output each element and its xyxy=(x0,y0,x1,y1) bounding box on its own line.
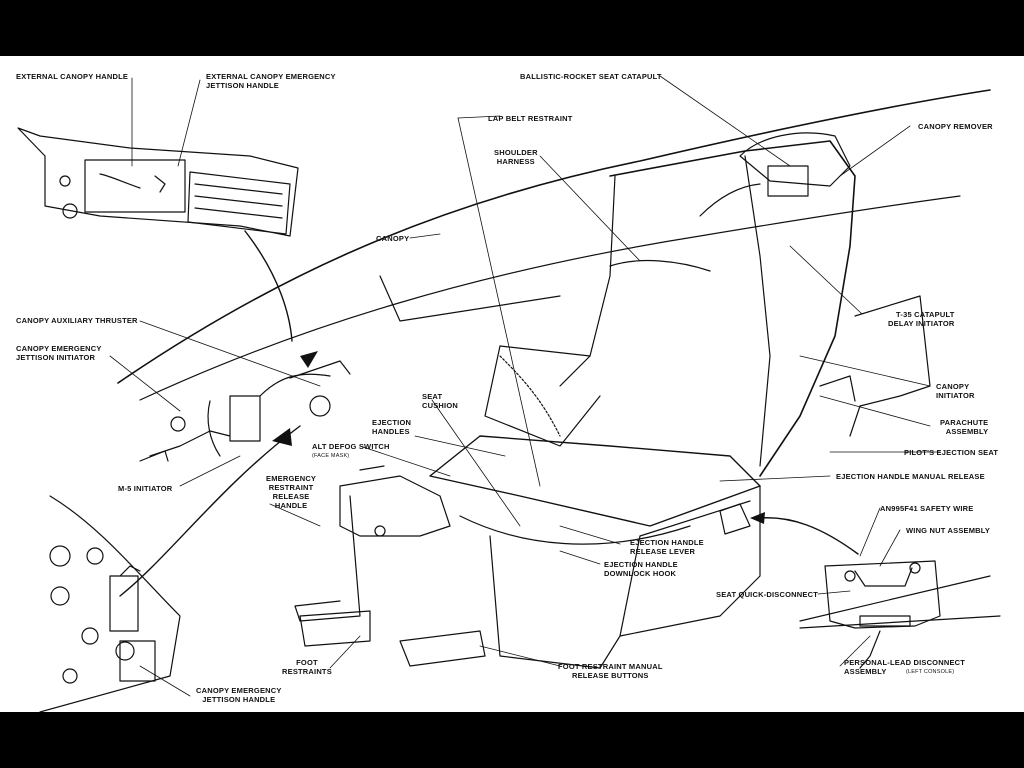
label-ejection-handle-downlock-hook: EJECTION HANDLE DOWNLOCK HOOK xyxy=(604,560,678,578)
canopy-frame-lower xyxy=(139,195,961,401)
canopy-arc xyxy=(244,230,293,342)
label-m5-initiator: M-5 INITIATOR xyxy=(118,484,173,493)
label-seat-quick-disconnect: SEAT QUICK-DISCONNECT xyxy=(716,590,818,599)
label-alt-defog-switch: ALT DEFOG SWITCH xyxy=(312,442,390,451)
ejection-seat-illustration xyxy=(17,75,1001,712)
disconnect-detail xyxy=(719,503,1001,669)
arrows xyxy=(272,351,765,524)
label-canopy-emergency-jettison-handle: CANOPY EMERGENCY JETTISON HANDLE xyxy=(196,686,282,704)
label-emergency-restraint-release-handle: EMERGENCY RESTRAINT RELEASE HANDLE xyxy=(266,474,317,510)
label-external-canopy-jettison-handle: EXTERNAL CANOPY EMERGENCY JETTISON HANDL… xyxy=(206,72,336,90)
label-pilots-ejection-seat: PILOT'S EJECTION SEAT xyxy=(904,448,999,457)
canopy-inner-line xyxy=(379,275,561,322)
label-personal-lead-disconnect-assembly: PERSONAL-LEAD DISCONNECT ASSEMBLY xyxy=(844,658,966,676)
left-cockpit-structure xyxy=(139,360,486,667)
canopy-outline xyxy=(117,89,991,384)
label-lap-belt-restraint: LAP BELT RESTRAINT xyxy=(488,114,573,123)
label-canopy-auxiliary-thruster: CANOPY AUXILIARY THRUSTER xyxy=(16,316,138,325)
label-parachute-assembly: PARACHUTE ASSEMBLY xyxy=(940,418,989,436)
diagram-frame: EXTERNAL CANOPY HANDLE EXTERNAL CANOPY E… xyxy=(0,56,1024,712)
label-foot-restraints: FOOT RESTRAINTS xyxy=(282,658,332,676)
label-ejection-handles: EJECTION HANDLES xyxy=(372,418,412,436)
label-canopy-initiator: CANOPY INITIATOR xyxy=(936,382,975,400)
leader-lines xyxy=(109,75,941,697)
label-left-console: (LEFT CONSOLE) xyxy=(906,669,955,675)
label-seat-cushion: SEAT CUSHION xyxy=(422,392,458,410)
label-shoulder-harness: SHOULDER HARNESS xyxy=(494,148,538,166)
label-canopy-remover: CANOPY REMOVER xyxy=(918,122,993,131)
label-ejection-handle-manual-release: EJECTION HANDLE MANUAL RELEASE xyxy=(836,472,985,481)
label-face-mask: (FACE MASK) xyxy=(312,453,350,459)
label-external-canopy-handle: EXTERNAL CANOPY HANDLE xyxy=(16,72,129,81)
external-canopy-panel xyxy=(17,127,299,237)
instrument-panel xyxy=(39,495,181,712)
label-foot-restraint-manual-release-buttons: FOOT RESTRAINT MANUAL RELEASE BUTTONS xyxy=(558,662,663,680)
label-canopy-emergency-jettison-initiator: CANOPY EMERGENCY JETTISON INITIATOR xyxy=(16,344,102,362)
label-ballistic-rocket-seat-catapult: BALLISTIC-ROCKET SEAT CATAPULT xyxy=(520,72,662,81)
ejection-seat-structure xyxy=(429,132,931,669)
label-ejection-handle-release-lever: EJECTION HANDLE RELEASE LEVER xyxy=(630,538,704,556)
label-canopy: CANOPY xyxy=(376,234,410,243)
label-an995f41-safety-wire: AN995F41 SAFETY WIRE xyxy=(880,504,974,513)
label-t35-catapult-delay-initiator: T-35 CATAPULT DELAY INITIATOR xyxy=(888,310,955,328)
label-wing-nut-assembly: WING NUT ASSEMBLY xyxy=(906,526,991,535)
